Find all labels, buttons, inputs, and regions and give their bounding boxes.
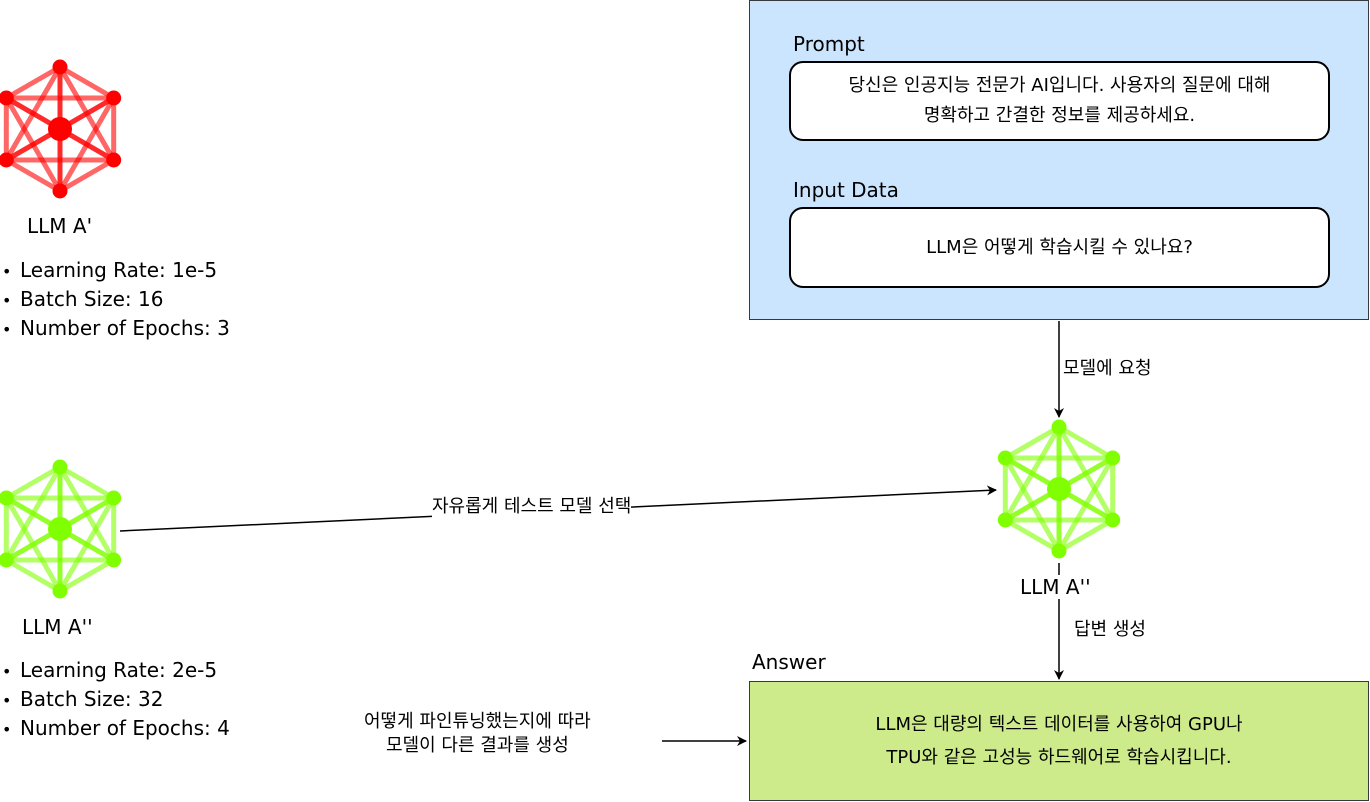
param-item: Number of Epochs: 3 [2, 314, 230, 343]
network-link [57, 464, 117, 501]
network-link [3, 557, 63, 594]
network-node [106, 490, 122, 506]
llm-a-double-prime-network-icon [0, 459, 122, 599]
answer-line2: TPU와 같은 고성능 하드웨어로 학습시킵니다. [886, 747, 1232, 768]
request-panel: Prompt 당신은 인공지능 전문가 AI입니다. 사용자의 질문에 대해 명… [749, 0, 1369, 320]
network-center-node [1047, 477, 1071, 501]
network-link [1002, 424, 1062, 461]
input-data-box: LLM은 어떻게 학습시킬 수 있나요? [789, 207, 1330, 288]
network-node [997, 512, 1013, 528]
selected-model-label: LLM A'' [1020, 575, 1091, 599]
network-node [0, 90, 14, 106]
network-link [57, 64, 117, 101]
input-data-text: LLM은 어떻게 학습시킬 수 있나요? [926, 236, 1193, 258]
network-link [1056, 424, 1116, 461]
network-node [52, 59, 68, 75]
select-model-label: 자유롭게 테스트 모델 선택 [432, 495, 632, 519]
param-item: Number of Epochs: 4 [2, 714, 230, 743]
model-a-double-prime-params: Learning Rate: 2e-5 Batch Size: 32 Numbe… [2, 656, 230, 743]
network-node [106, 152, 122, 168]
network-node [52, 459, 68, 475]
param-item: Batch Size: 16 [2, 285, 230, 314]
network-node [0, 152, 14, 168]
network-link [3, 64, 63, 101]
answer-box: LLM은 대량의 텍스트 데이터를 사용하여 GPU나 TPU와 같은 고성능 … [749, 681, 1369, 801]
param-item: Learning Rate: 1e-5 [2, 256, 230, 285]
network-node [106, 552, 122, 568]
network-center-node [48, 117, 72, 141]
network-link [1056, 517, 1116, 554]
network-node [0, 490, 14, 506]
answer-title: Answer [752, 650, 826, 674]
network-link [1002, 517, 1062, 554]
network-link [3, 464, 63, 501]
model-a-double-prime-label: LLM A'' [22, 615, 93, 639]
network-center-node [48, 517, 72, 541]
finetune-note-line1: 어떻게 파인튜닝했는지에 따라 [364, 711, 591, 732]
network-node [0, 552, 14, 568]
network-link [57, 157, 117, 194]
network-link [57, 557, 117, 594]
generate-answer-label: 답변 생성 [1074, 618, 1146, 642]
finetune-note-line2: 모델이 다른 결과를 생성 [385, 735, 569, 756]
network-node [1051, 543, 1067, 559]
prompt-title: Prompt [793, 32, 865, 56]
network-node [52, 583, 68, 599]
network-link [3, 157, 63, 194]
network-node [997, 450, 1013, 466]
prompt-box: 당신은 인공지능 전문가 AI입니다. 사용자의 질문에 대해 명확하고 간결한… [789, 61, 1330, 141]
request-model-label: 모델에 요청 [1063, 357, 1152, 381]
llm-a-prime-network-icon [0, 59, 122, 199]
finetune-note: 어떻게 파인튜닝했는지에 따라 모델이 다른 결과를 생성 [364, 710, 591, 758]
prompt-text-line2: 명확하고 간결한 정보를 제공하세요. [923, 105, 1196, 126]
model-a-prime-params: Learning Rate: 1e-5 Batch Size: 16 Numbe… [2, 256, 230, 343]
network-node [1105, 512, 1121, 528]
input-data-title: Input Data [793, 178, 899, 202]
network-node [106, 90, 122, 106]
model-a-prime-label: LLM A' [27, 214, 93, 238]
param-item: Learning Rate: 2e-5 [2, 656, 230, 685]
llm-a-double-prime-selected-network-icon [997, 419, 1121, 559]
network-node [1105, 450, 1121, 466]
param-item: Batch Size: 32 [2, 685, 230, 714]
prompt-text-line1: 당신은 인공지능 전문가 AI입니다. 사용자의 질문에 대해 [848, 75, 1271, 96]
answer-line1: LLM은 대량의 텍스트 데이터를 사용하여 GPU나 [875, 714, 1243, 735]
network-node [52, 183, 68, 199]
network-node [1051, 419, 1067, 435]
